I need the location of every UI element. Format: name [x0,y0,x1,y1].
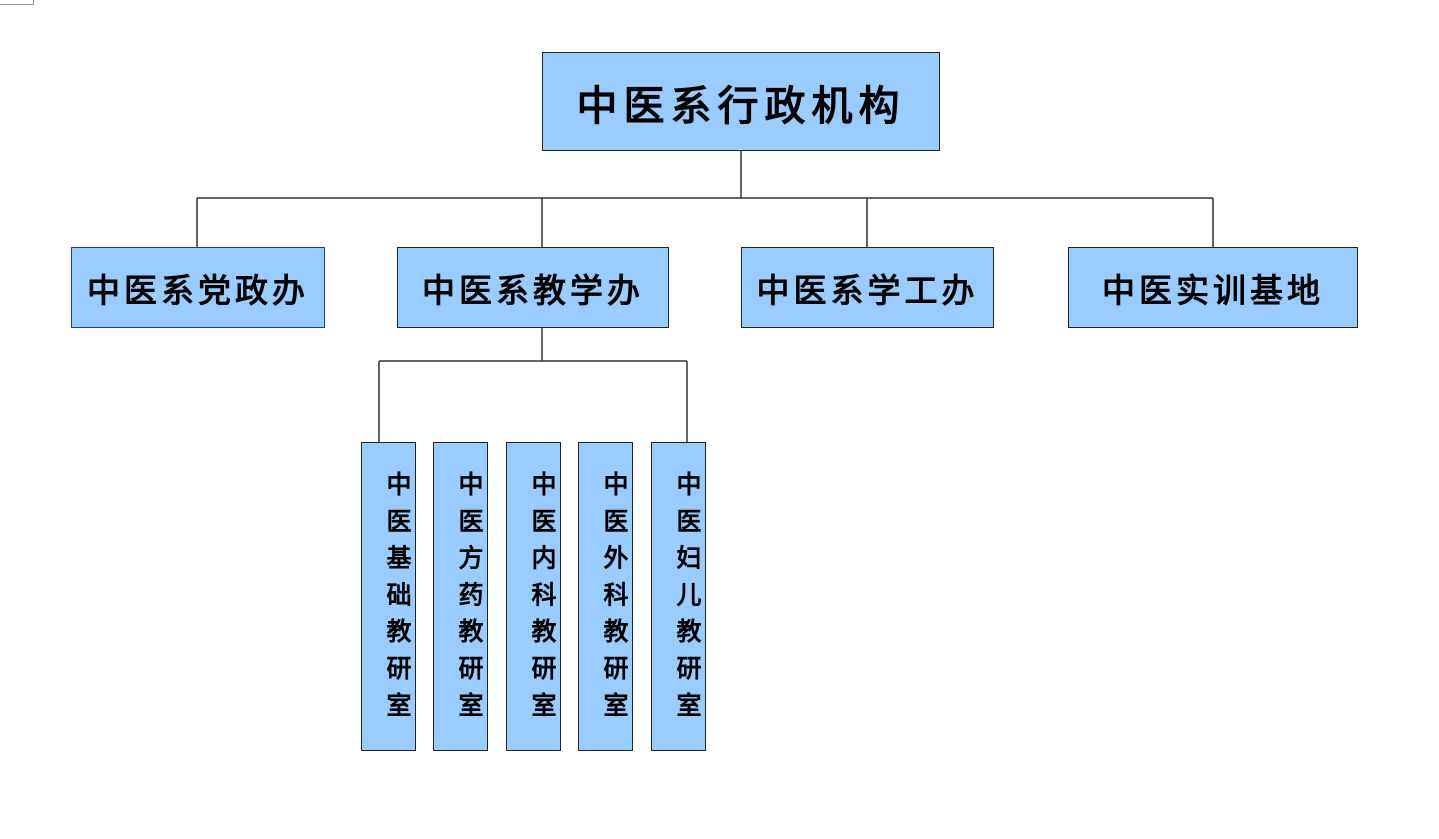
node-student-affairs-office[interactable]: 中医系学工办 [741,247,994,328]
node-surgery-section[interactable]: 中医外科教研室 [578,442,633,751]
node-formula-pharmacy-section[interactable]: 中医方药教研室 [433,442,488,751]
corner-selection-mark [0,0,34,5]
node-teaching-office[interactable]: 中医系教学办 [397,247,669,328]
node-party-office[interactable]: 中医系党政办 [71,247,325,328]
node-internal-medicine-section[interactable]: 中医内科教研室 [506,442,561,751]
node-gynecology-pediatrics-section[interactable]: 中医妇儿教研室 [651,442,706,751]
node-root[interactable]: 中医系行政机构 [542,52,940,151]
node-basic-theory-section[interactable]: 中医基础教研室 [361,442,416,751]
node-training-base[interactable]: 中医实训基地 [1068,247,1358,328]
